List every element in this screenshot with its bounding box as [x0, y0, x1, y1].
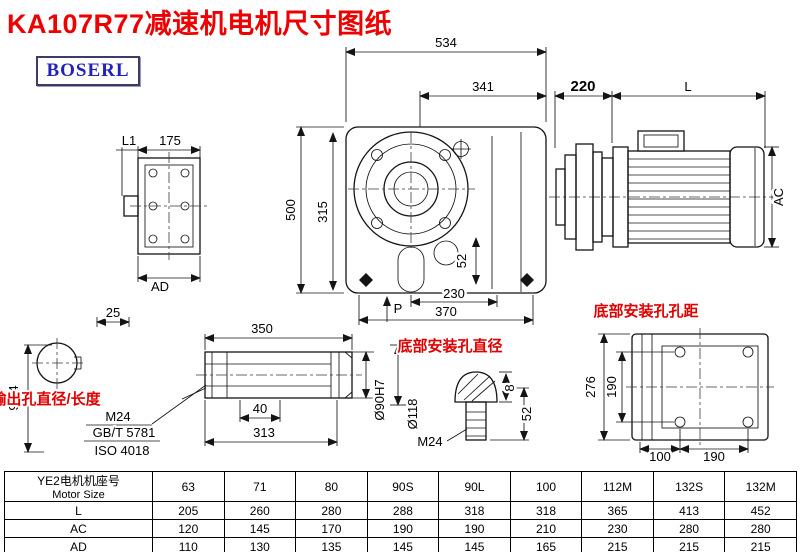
- dim-190-vertical: 190: [604, 376, 619, 398]
- table-cell: 145: [223, 519, 297, 538]
- table-cell: 130: [223, 537, 297, 552]
- table-cell: 145: [438, 537, 511, 552]
- dim-P: P: [394, 301, 403, 316]
- table-cell: 145: [366, 537, 440, 552]
- size-col-header: 63: [152, 471, 225, 502]
- callout-ISO4018: ISO 4018: [95, 443, 150, 458]
- dim-230: 230: [443, 286, 465, 301]
- table-cell: 280: [295, 501, 368, 520]
- row-label: L: [4, 501, 153, 520]
- size-col-header: 132M: [724, 471, 797, 502]
- table-cell: 110: [152, 537, 225, 552]
- page-title: KA107R77减速机电机尺寸图纸: [7, 9, 393, 39]
- dim-190-horizontal: 190: [703, 449, 725, 464]
- size-col-header: 112M: [581, 471, 654, 502]
- boserl-logo-text: BOSERL: [46, 60, 130, 81]
- table-row-AC: AC 120 145 170 190 190 210 230 280 280: [4, 519, 797, 538]
- dim-8: 8: [502, 384, 517, 391]
- foundation-bolt-view: [454, 371, 498, 441]
- dim-370: 370: [435, 304, 457, 319]
- shaft-section-view: [32, 338, 86, 390]
- dim-52b: 52: [519, 407, 534, 421]
- dim-40: 40: [253, 401, 267, 416]
- row-label: AC: [4, 519, 153, 538]
- size-col-header: 80: [295, 471, 368, 502]
- dim-350: 350: [251, 321, 273, 336]
- table-cell: 215: [724, 537, 797, 552]
- table-cell: 280: [652, 519, 726, 538]
- table-row-AD: AD 110 130 135 145 145 165 215 215 215: [4, 537, 797, 552]
- table-cell: 365: [581, 501, 654, 520]
- dim-220: 220: [570, 78, 595, 95]
- label-bottom-hole-dia: 底部安装孔直径: [397, 337, 502, 355]
- dim-AD: AD: [151, 279, 169, 294]
- motor-size-header-en: Motor Size: [52, 489, 105, 501]
- motor-size-header-cell: YE2电机机座号 Motor Size: [4, 471, 153, 502]
- table-cell: 135: [295, 537, 368, 552]
- table-cell: 318: [438, 501, 511, 520]
- boserl-logo: BOSERL: [36, 56, 140, 86]
- output-shaft-view: [196, 351, 362, 399]
- flange-side-view: [123, 152, 208, 260]
- dim-D118: Ø118: [405, 399, 420, 430]
- callout-M24: M24: [105, 409, 130, 424]
- bottom-view-dimensions: 底部安装孔孔距 276 190 100 190: [581, 300, 749, 467]
- dim-100: 100: [649, 449, 671, 464]
- table-cell: 215: [652, 537, 726, 552]
- table-cell: 190: [438, 519, 511, 538]
- front-view-dimensions: 534 341 500 315 52 230 370 P: [281, 33, 547, 325]
- dim-L1: L1: [122, 133, 136, 148]
- size-col-header: 90L: [438, 471, 511, 502]
- table-cell: 452: [724, 501, 797, 520]
- dim-315: 315: [315, 201, 330, 223]
- dim-L: L: [684, 79, 691, 94]
- dim-95-4: 95.4: [6, 385, 21, 410]
- front-view: [345, 126, 547, 294]
- label-bottom-hole-pitch: 底部安装孔孔距: [593, 302, 698, 320]
- table-header-row: YE2电机机座号 Motor Size 63 71 80 90S 90L 100…: [4, 471, 797, 502]
- table-cell: 120: [152, 519, 225, 538]
- dim-25: 25: [106, 305, 120, 320]
- bottom-view: [626, 328, 774, 446]
- table-cell: 165: [509, 537, 583, 552]
- dim-175: 175: [159, 133, 181, 148]
- dim-313: 313: [253, 425, 275, 440]
- dim-341: 341: [472, 79, 494, 94]
- motor-size-table: YE2电机机座号 Motor Size 63 71 80 90S 90L 100…: [4, 471, 797, 552]
- size-col-header: 71: [223, 471, 297, 502]
- table-cell: 288: [366, 501, 440, 520]
- label-output-hole: 输出孔直径/长度: [0, 390, 102, 408]
- motor-size-header-cn: YE2电机机座号: [37, 474, 120, 488]
- motor-side-dimensions: 220 L AC: [554, 76, 789, 248]
- row-label: AD: [4, 537, 153, 552]
- table-cell: 318: [509, 501, 583, 520]
- callout-GB5781: GB/T 5781: [93, 425, 156, 440]
- table-cell: 190: [366, 519, 440, 538]
- dim-276: 276: [583, 376, 598, 398]
- size-col-header: 90S: [366, 471, 440, 502]
- dim-AC: AC: [771, 188, 786, 206]
- table-cell: 280: [724, 519, 797, 538]
- table-cell: 215: [581, 537, 654, 552]
- motor-side-view: [549, 130, 776, 251]
- table-row-L: L 205 260 280 288 318 318 365 413 452: [4, 501, 797, 520]
- dim-D90H7: Ø90H7: [372, 379, 387, 420]
- callout-M24-bolt: M24: [417, 434, 442, 449]
- size-col-header: 100: [509, 471, 583, 502]
- flange-side-dimensions: L1 175 AD: [116, 131, 201, 297]
- table-cell: 205: [152, 501, 225, 520]
- shaft-section-dimensions: 25 95.4: [4, 303, 130, 453]
- dim-52: 52: [454, 254, 469, 268]
- table-cell: 413: [652, 501, 726, 520]
- table-cell: 170: [295, 519, 368, 538]
- dim-500: 500: [283, 199, 298, 221]
- table-cell: 260: [223, 501, 297, 520]
- foundation-bolt-dimensions: 底部安装孔直径 8 52 M24: [395, 335, 536, 452]
- dim-534: 534: [435, 35, 457, 50]
- table-cell: 210: [509, 519, 583, 538]
- table-cell: 230: [581, 519, 654, 538]
- size-col-header: 132S: [652, 471, 726, 502]
- output-shaft-dimensions: 输出孔直径/长度 M24 GB/T 5781 ISO 4018 350 40 3…: [0, 319, 423, 461]
